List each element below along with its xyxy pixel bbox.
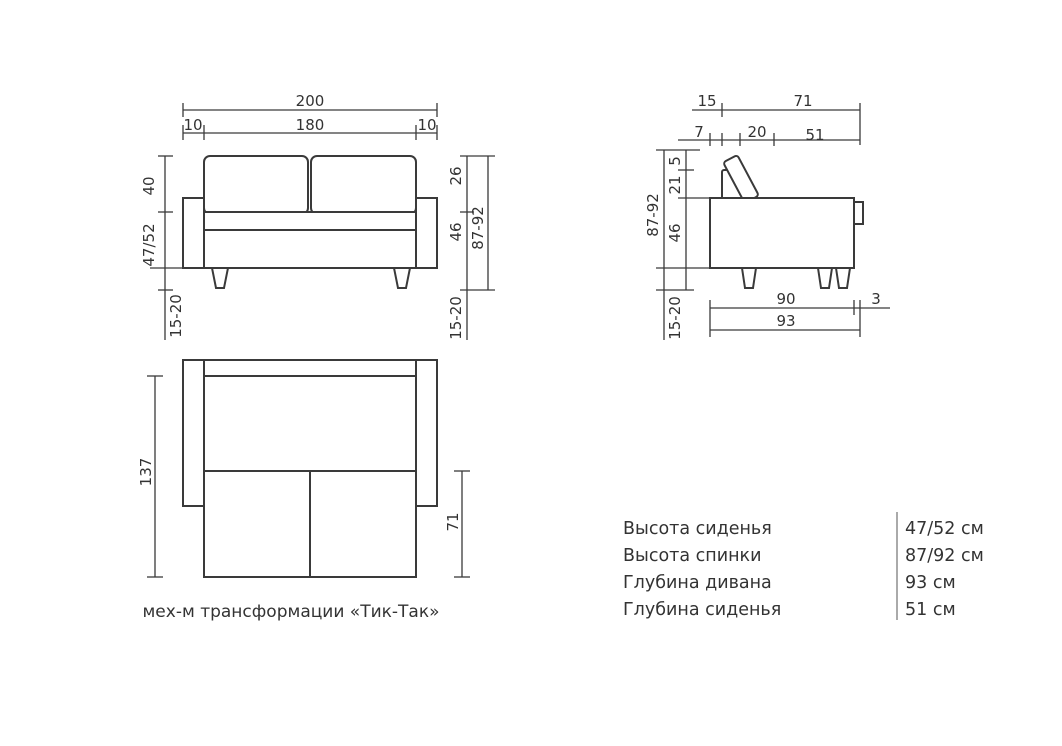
dim-front-seat-width: 180 — [296, 116, 325, 134]
dim-side-v1520: 15-20 — [666, 296, 684, 340]
spec-value-back-height: 87/92 см — [905, 546, 984, 566]
dim-front-right-back: 26 — [447, 166, 465, 185]
dim-side-mid-c: 51 — [805, 126, 824, 144]
dim-side-mid-b: 20 — [747, 123, 766, 141]
top-sleeper-right — [309, 470, 417, 578]
dim-front-right-seat: 46 — [447, 222, 465, 241]
spec-label-sofa-depth: Глубина дивана — [623, 573, 772, 593]
side-leg-back-1 — [816, 267, 834, 289]
dim-side-v8792: 87-92 — [644, 193, 662, 237]
spec-label-seat-height: Высота сиденья — [623, 519, 772, 539]
side-leg-front — [740, 267, 758, 289]
dim-front-seat-height: 47/52 — [140, 223, 158, 266]
armrest-left — [182, 197, 205, 269]
dim-front-back-cushion: 40 — [140, 176, 158, 195]
dim-side-depth-90: 90 — [776, 290, 795, 308]
dim-top-sleeper: 71 — [444, 512, 462, 531]
dim-side-top-b: 71 — [793, 92, 812, 110]
top-sleeper-left — [203, 470, 311, 578]
spec-table: Высота сиденья 47/52 см Высота спинки 87… — [623, 512, 984, 620]
mechanism-caption: мех-м трансформации «Тик-Так» — [142, 602, 439, 622]
dim-side-depth-93: 93 — [776, 312, 795, 330]
front-view: 200 10 180 10 40 47/52 15-20 26 46 — [140, 92, 495, 340]
top-arm-left — [182, 359, 205, 507]
dim-side-depth-3: 3 — [871, 290, 881, 308]
dim-front-legs: 15-20 — [167, 294, 185, 338]
back-cushion-right — [310, 155, 417, 215]
dim-top-length: 137 — [137, 458, 155, 487]
dim-front-right-total: 87-92 — [469, 206, 487, 250]
spec-value-seat-height: 47/52 см — [905, 519, 984, 539]
spec-label-back-height: Высота спинки — [623, 546, 761, 566]
side-leg-back-2 — [834, 267, 852, 289]
dim-front-arm-right: 10 — [417, 116, 436, 134]
side-view: 15 71 7 20 51 5 21 46 87-92 15-20 — [644, 92, 890, 340]
spec-value-seat-depth: 51 см — [905, 600, 956, 620]
dim-side-top-a: 15 — [697, 92, 716, 110]
dim-side-v5: 5 — [666, 156, 684, 166]
seat-cushion — [203, 211, 417, 231]
leg-left — [210, 267, 230, 289]
dim-front-arm-left: 10 — [183, 116, 202, 134]
top-view: 137 71 — [137, 359, 470, 578]
seat-base — [203, 229, 417, 269]
dim-side-v21: 21 — [666, 175, 684, 194]
top-seat — [203, 375, 417, 472]
top-arm-right — [415, 359, 438, 507]
top-back — [182, 359, 438, 377]
dim-side-mid-a: 7 — [694, 123, 704, 141]
spec-value-sofa-depth: 93 см — [905, 573, 956, 593]
back-cushion-left — [203, 155, 309, 215]
leg-right — [392, 267, 412, 289]
spec-label-seat-depth: Глубина сиденья — [623, 600, 781, 620]
dim-front-right-legs: 15-20 — [447, 296, 465, 340]
side-arm-detail — [853, 201, 864, 225]
dim-side-v46: 46 — [666, 223, 684, 242]
side-body — [709, 197, 855, 269]
armrest-right — [415, 197, 438, 269]
dim-front-width: 200 — [296, 92, 325, 110]
